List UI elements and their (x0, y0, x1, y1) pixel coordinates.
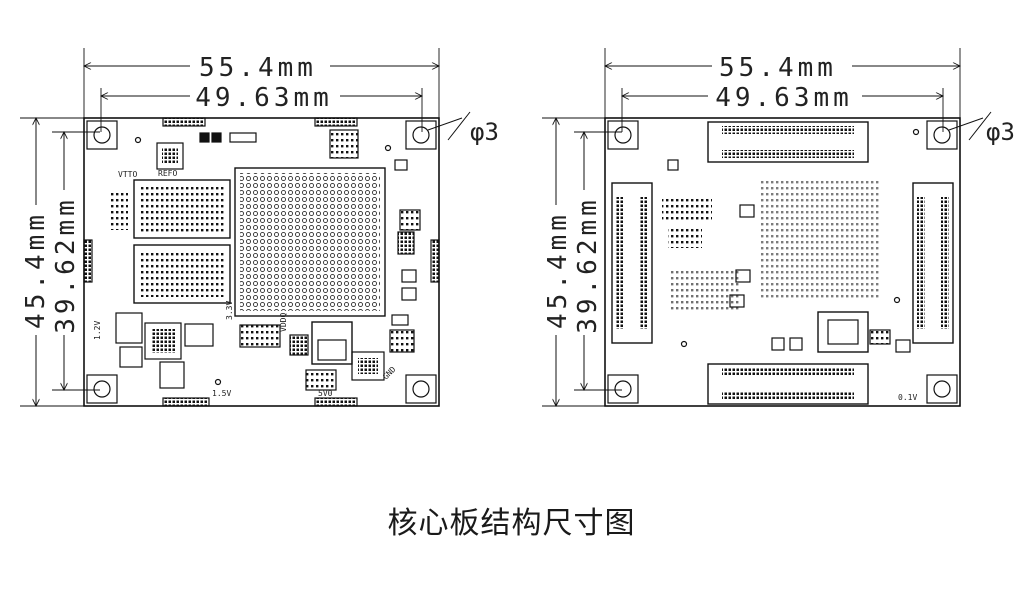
silk-label: 1.5V (212, 389, 231, 398)
silk-label: VDDQ (279, 313, 288, 332)
back-dim-outer-height: 45.4mm (543, 211, 573, 329)
front-dim-inner-width: 49.63mm (195, 83, 333, 113)
figure-caption: 核心板结构尺寸图 (387, 506, 636, 541)
b2b-connector-right (912, 182, 954, 344)
silk-label: REFO (158, 169, 177, 178)
front-dim-outer-height: 45.4mm (21, 211, 51, 329)
front-dim-outer-width: 55.4mm (199, 53, 317, 83)
silk-label: 0.1V (898, 393, 917, 402)
back-hole-label: φ3 (986, 118, 1015, 146)
front-dim-inner-height: 39.62mm (51, 196, 81, 334)
back-ic (817, 311, 869, 353)
b2b-connector-bottom (707, 363, 869, 405)
back-board-outline (604, 117, 961, 407)
silk-label: 5V0 (318, 389, 333, 398)
fpga-bga (234, 167, 386, 317)
mount-hole-tl (86, 120, 118, 150)
front-hole-label: φ3 (470, 118, 499, 146)
silk-label: 1.2V (93, 321, 102, 340)
back-view (542, 48, 992, 407)
b2b-connector-left (611, 182, 653, 344)
silk-label: 3.3V (225, 301, 234, 320)
front-view (20, 48, 471, 406)
silk-label: VTTO (118, 170, 137, 179)
mount-hole-tr (405, 120, 437, 150)
mount-hole-bl (86, 374, 118, 404)
mount-hole-br (405, 374, 437, 404)
ddr-chip-2 (133, 244, 231, 304)
b2b-connector-top (707, 121, 869, 163)
ddr-chip-1 (133, 179, 231, 239)
back-dim-inner-height: 39.62mm (573, 196, 603, 334)
back-dim-outer-width: 55.4mm (719, 53, 837, 83)
back-dim-inner-width: 49.63mm (715, 83, 853, 113)
